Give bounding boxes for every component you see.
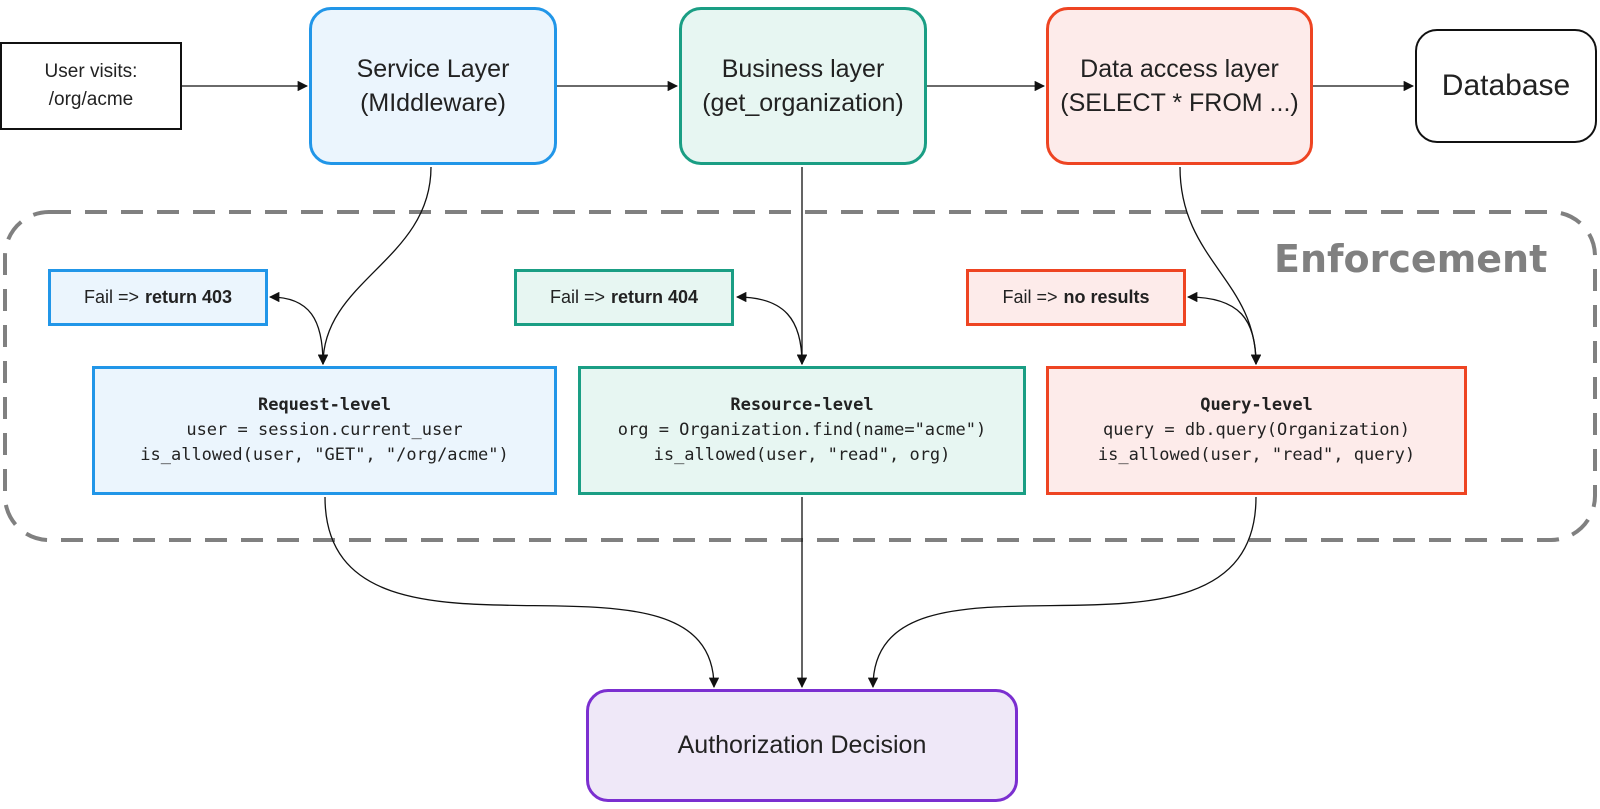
business-layer-title: Business layer <box>721 55 885 83</box>
arrow-request-fail <box>268 291 329 366</box>
entry-line1: User visits: <box>44 61 138 82</box>
resource-fail-box: Fail =>return 404 <box>514 269 734 326</box>
arrow-resource-fail <box>735 291 808 366</box>
query-fail-box: Fail =>no results <box>966 269 1186 326</box>
query-fail-result: no results <box>1063 287 1150 307</box>
request-level-code-line2: is_allowed(user, "GET", "/org/acme") <box>140 445 509 465</box>
query-fail-prefix: Fail => <box>1002 287 1058 307</box>
request-fail-box: Fail =>return 403 <box>48 269 268 326</box>
resource-fail-result: return 404 <box>610 287 699 307</box>
resource-level-code-line2: is_allowed(user, "read", org) <box>653 445 951 465</box>
database-label: Database <box>1441 69 1571 102</box>
query-level-box: Query-level query = db.query(Organizatio… <box>1046 366 1467 495</box>
query-level-title: Query-level <box>1200 395 1313 415</box>
resource-level-box: Resource-level org = Organization.find(n… <box>578 366 1026 495</box>
authorization-decision-label: Authorization Decision <box>677 731 927 759</box>
query-level-code-line1: query = db.query(Organization) <box>1102 420 1411 440</box>
database-box: Database <box>1415 29 1597 143</box>
arrow-request-to-decision <box>324 496 720 689</box>
authorization-decision-box: Authorization Decision <box>586 689 1018 802</box>
service-layer-title: Service Layer <box>356 55 510 83</box>
enforcement-label: Enforcement <box>1274 237 1548 281</box>
request-fail-result: return 403 <box>144 287 233 307</box>
request-level-code-line1: user = session.current_user <box>186 420 463 440</box>
data-access-layer-box: Data access layer (SELECT * FROM ...) <box>1046 7 1313 165</box>
arrow-data-to-query <box>1179 166 1262 366</box>
query-level-code-line2: is_allowed(user, "read", query) <box>1097 445 1416 465</box>
data-access-layer-subtitle: (SELECT * FROM ...) <box>1060 89 1299 117</box>
service-layer-subtitle: (MIddleware) <box>360 89 506 117</box>
entry-box: User visits: /org/acme <box>0 42 182 130</box>
service-layer-box: Service Layer (MIddleware) <box>309 7 557 165</box>
request-fail-prefix: Fail => <box>83 287 139 307</box>
request-level-title: Request-level <box>257 395 392 415</box>
request-level-box: Request-level user = session.current_use… <box>92 366 557 495</box>
resource-level-code-line1: org = Organization.find(name="acme") <box>617 420 987 440</box>
arrow-query-to-decision <box>867 496 1257 689</box>
business-layer-box: Business layer (get_organization) <box>679 7 927 165</box>
enforcement-region <box>3 210 1597 542</box>
business-layer-subtitle: (get_organization) <box>702 89 904 117</box>
arrow-query-fail <box>1186 291 1262 366</box>
entry-line2: /org/acme <box>48 89 134 110</box>
resource-fail-prefix: Fail => <box>549 287 605 307</box>
arrow-service-to-request <box>317 166 432 366</box>
data-access-layer-title: Data access layer <box>1080 55 1279 83</box>
resource-level-title: Resource-level <box>730 395 874 415</box>
